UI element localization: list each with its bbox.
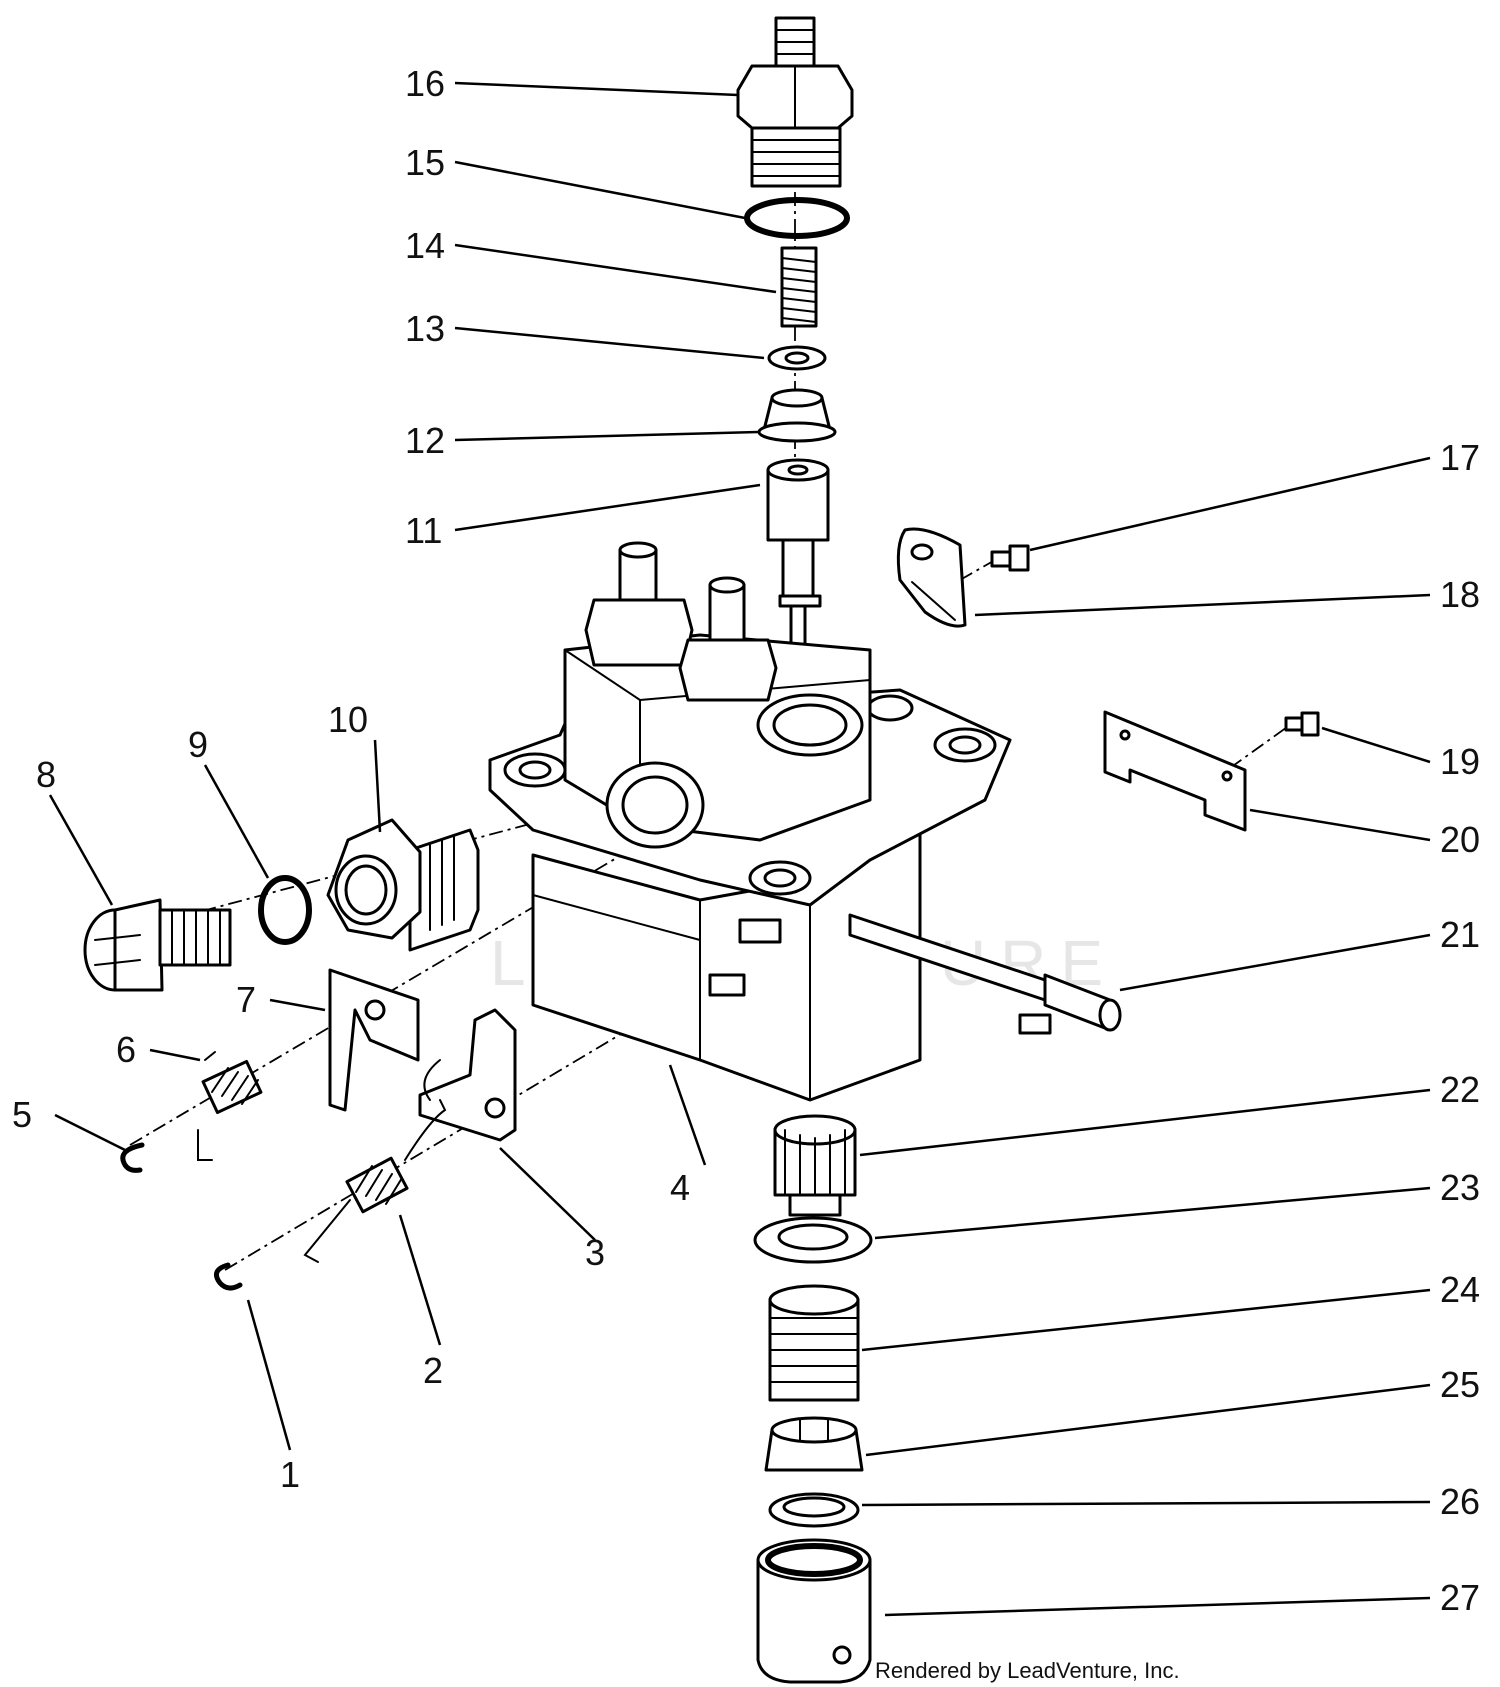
part-15-o-ring bbox=[744, 197, 850, 239]
callout-4: 4 bbox=[670, 1167, 690, 1208]
part-27-tappet bbox=[756, 1538, 872, 1684]
part-24-spring bbox=[768, 1284, 860, 1402]
part-7-lever-plate bbox=[328, 968, 420, 1112]
part-10-banjo-fitting bbox=[326, 818, 480, 952]
axis-line-screw-17 bbox=[959, 559, 996, 581]
callout-6: 6 bbox=[116, 1029, 136, 1070]
part-2-spring bbox=[303, 1099, 447, 1263]
part-16-valve-holder bbox=[736, 16, 854, 188]
part-18-bracket bbox=[896, 527, 967, 628]
part-20-cover-plate bbox=[1103, 710, 1247, 832]
part-6-spring bbox=[197, 1051, 263, 1161]
callout-27: 27 bbox=[1440, 1577, 1480, 1618]
callout-7: 7 bbox=[236, 979, 256, 1020]
callout-11: 11 bbox=[405, 510, 442, 551]
callout-1: 1 bbox=[280, 1454, 300, 1495]
part-1-clip bbox=[213, 1262, 243, 1291]
callout-10: 10 bbox=[328, 699, 368, 740]
callout-5: 5 bbox=[12, 1094, 32, 1135]
callout-2: 2 bbox=[423, 1350, 443, 1391]
part-5-clip bbox=[120, 1142, 145, 1173]
callout-26: 26 bbox=[1440, 1481, 1480, 1522]
callout-14: 14 bbox=[405, 225, 445, 266]
callout-3: 3 bbox=[585, 1232, 605, 1273]
part-21-shaft bbox=[848, 913, 1122, 1035]
part-4-pump-body bbox=[488, 541, 1012, 1102]
callout-23: 23 bbox=[1440, 1167, 1480, 1208]
callout-8: 8 bbox=[36, 754, 56, 795]
part-22-pinion-gear bbox=[773, 1114, 857, 1217]
callout-12: 12 bbox=[405, 420, 445, 461]
part-9-o-ring bbox=[258, 875, 312, 945]
part-19-screw bbox=[1284, 711, 1320, 737]
part-14-spring bbox=[780, 246, 818, 328]
callout-24: 24 bbox=[1440, 1269, 1480, 1310]
callout-20: 20 bbox=[1440, 819, 1480, 860]
callout-16: 16 bbox=[405, 63, 445, 104]
part-12-valve bbox=[757, 388, 837, 443]
part-26-ring bbox=[768, 1492, 860, 1528]
callout-9: 9 bbox=[188, 724, 208, 765]
part-8-bolt bbox=[83, 898, 232, 992]
axis-line-screw-19 bbox=[1229, 724, 1291, 769]
callout-17: 17 bbox=[1440, 437, 1480, 478]
part-17-screw bbox=[990, 544, 1030, 572]
part-23-washer bbox=[753, 1216, 873, 1264]
leader-lines bbox=[48, 81, 1431, 1617]
callout-13: 13 bbox=[405, 308, 445, 349]
callout-21: 21 bbox=[1440, 914, 1480, 955]
part-13-washer bbox=[767, 345, 827, 371]
callout-18: 18 bbox=[1440, 574, 1480, 615]
callout-22: 22 bbox=[1440, 1069, 1480, 1110]
part-11-plunger bbox=[766, 458, 830, 682]
credit-text: Rendered by LeadVenture, Inc. bbox=[875, 1658, 1180, 1683]
part-25-spring-seat bbox=[764, 1416, 864, 1472]
callout-15: 15 bbox=[405, 142, 445, 183]
callout-19: 19 bbox=[1440, 741, 1480, 782]
callout-25: 25 bbox=[1440, 1364, 1480, 1405]
